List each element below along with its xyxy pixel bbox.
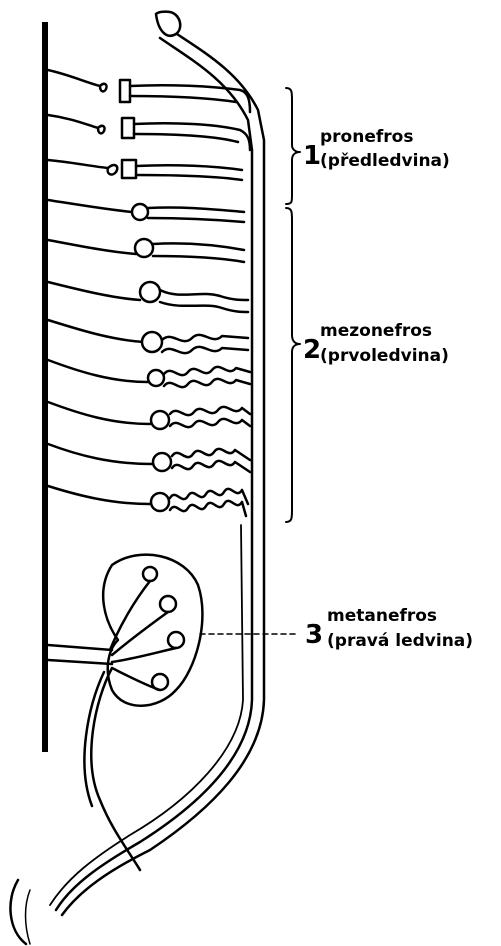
aorta-bar: [42, 22, 48, 752]
label-2-line1: mezonefros: [320, 320, 432, 342]
brace-1: [286, 88, 300, 204]
label-3-number: 3: [305, 622, 323, 648]
brace-2: [286, 208, 300, 522]
label-1-line1: pronefros: [320, 126, 413, 148]
label-3-line1: metanefros: [327, 605, 437, 627]
label-2-number: 2: [303, 337, 321, 363]
mesonephros-tubules: [48, 200, 250, 516]
metanephros-kidney: [48, 555, 202, 870]
cloaca-curve: [10, 880, 26, 944]
label-1-line2: (předledvina): [320, 150, 450, 172]
label-2-line2: (prvoledvina): [320, 345, 449, 367]
pronephros-tubules: [48, 70, 250, 180]
label-1-number: 1: [303, 143, 321, 169]
pronephros-top-funnel: [156, 12, 180, 36]
label-3-line2: (pravá ledvina): [327, 630, 473, 652]
